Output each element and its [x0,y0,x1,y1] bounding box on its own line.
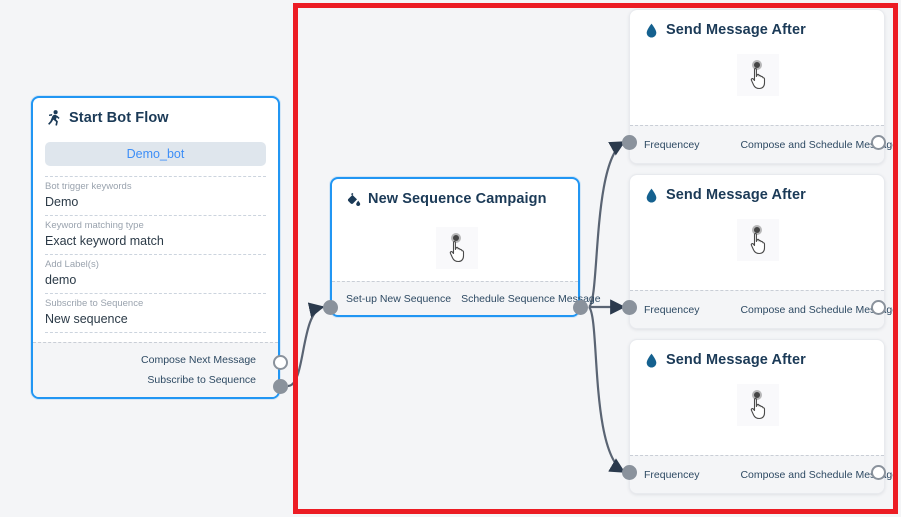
field-keyword-matching-type[interactable]: Keyword matching type Exact keyword matc… [45,216,266,255]
edge-start-to-sequence [287,302,325,388]
node-msg-2-title: Send Message After [666,187,806,203]
field-label: Keyword matching type [45,220,144,231]
field-label: Subscribe to Sequence [45,298,144,309]
port-msg-3-frequencey[interactable] [622,465,637,480]
port-start-compose-next-message[interactable] [273,355,288,370]
edge-sequence-to-msg3 [588,306,626,473]
field-label: Bot trigger keywords [45,181,132,192]
droplet-icon [644,22,659,38]
field-label: Add Label(s) [45,259,99,270]
node-start-title-row: Start Bot Flow [33,98,278,130]
node-sequence-title: New Sequence Campaign [368,191,547,207]
port-label-compose-and-schedule-message: Compose and Schedule Message [740,468,899,481]
port-label-subscribe-to-sequence: Subscribe to Sequence [147,374,256,386]
node-msg-1-title-row: Send Message After [630,10,884,42]
field-value: Demo [45,195,79,209]
port-label-schedule-sequence-message: Schedule Sequence Message [461,292,601,305]
field-bot-trigger-keywords[interactable]: Bot trigger keywords Demo [45,176,266,216]
field-value: Exact keyword match [45,234,164,248]
port-label-frequencey: Frequencey [644,468,700,481]
node-sequence-footer: Set-up New Sequence Schedule Sequence Me… [332,281,601,315]
pointing-hand-cursor-icon [737,384,779,426]
port-msg-1-compose-and-schedule-message[interactable] [871,135,886,150]
node-msg-1-title: Send Message After [666,22,806,38]
port-start-subscribe-to-sequence[interactable] [273,379,288,394]
node-send-message-after-3[interactable]: Send Message After Frequencey Compose an… [629,339,898,494]
node-msg-1-footer: Frequencey Compose and Schedule Message [630,125,898,163]
port-label-frequencey: Frequencey [644,138,700,151]
droplet-icon [644,352,659,368]
pointing-hand-cursor-icon [436,227,478,269]
port-msg-2-compose-and-schedule-message[interactable] [871,300,886,315]
node-start-title: Start Bot Flow [69,110,169,126]
node-msg-3-footer: Frequencey Compose and Schedule Message [630,455,898,493]
start-fields-list: Bot trigger keywords Demo Keyword matchi… [45,176,266,333]
port-sequence-setup-new-sequence[interactable] [323,300,338,315]
node-send-message-after-2[interactable]: Send Message After Frequencey Compose an… [629,174,898,329]
field-subscribe-to-sequence[interactable]: Subscribe to Sequence New sequence [45,294,266,333]
node-start-bot-flow[interactable]: Start Bot Flow Demo_bot Bot trigger keyw… [31,96,280,399]
port-msg-1-frequencey[interactable] [622,135,637,150]
pointing-hand-cursor-icon [737,219,779,261]
port-sequence-schedule-sequence-message[interactable] [573,300,588,315]
field-add-labels[interactable]: Add Label(s) demo [45,255,266,294]
bot-name-pill[interactable]: Demo_bot [45,142,266,166]
port-msg-3-compose-and-schedule-message[interactable] [871,465,886,480]
edge-sequence-to-msg1 [588,141,626,308]
droplet-icon [644,187,659,203]
node-send-message-after-1[interactable]: Send Message After Frequencey Compose an… [629,9,898,164]
port-label-frequencey: Frequencey [644,303,700,316]
field-value: New sequence [45,312,128,326]
pointing-hand-cursor-icon [737,54,779,96]
port-label-setup-new-sequence: Set-up New Sequence [346,292,452,305]
node-sequence-title-row: New Sequence Campaign [332,179,578,211]
port-label-compose-and-schedule-message: Compose and Schedule Message [740,303,899,316]
node-msg-2-title-row: Send Message After [630,175,884,207]
paint-bucket-icon [346,191,361,207]
node-msg-3-title: Send Message After [666,352,806,368]
node-start-footer: Compose Next Message Subscribe to Sequen… [33,342,278,397]
port-label-compose-and-schedule-message: Compose and Schedule Message [740,138,899,151]
port-label-compose-next-message: Compose Next Message [141,354,256,366]
node-new-sequence-campaign[interactable]: New Sequence Campaign Set-up New Sequenc… [330,177,601,317]
node-msg-3-title-row: Send Message After [630,340,884,372]
port-msg-2-frequencey[interactable] [622,300,637,315]
running-person-icon [47,110,62,126]
field-value: demo [45,273,77,287]
node-msg-2-footer: Frequencey Compose and Schedule Message [630,290,898,328]
